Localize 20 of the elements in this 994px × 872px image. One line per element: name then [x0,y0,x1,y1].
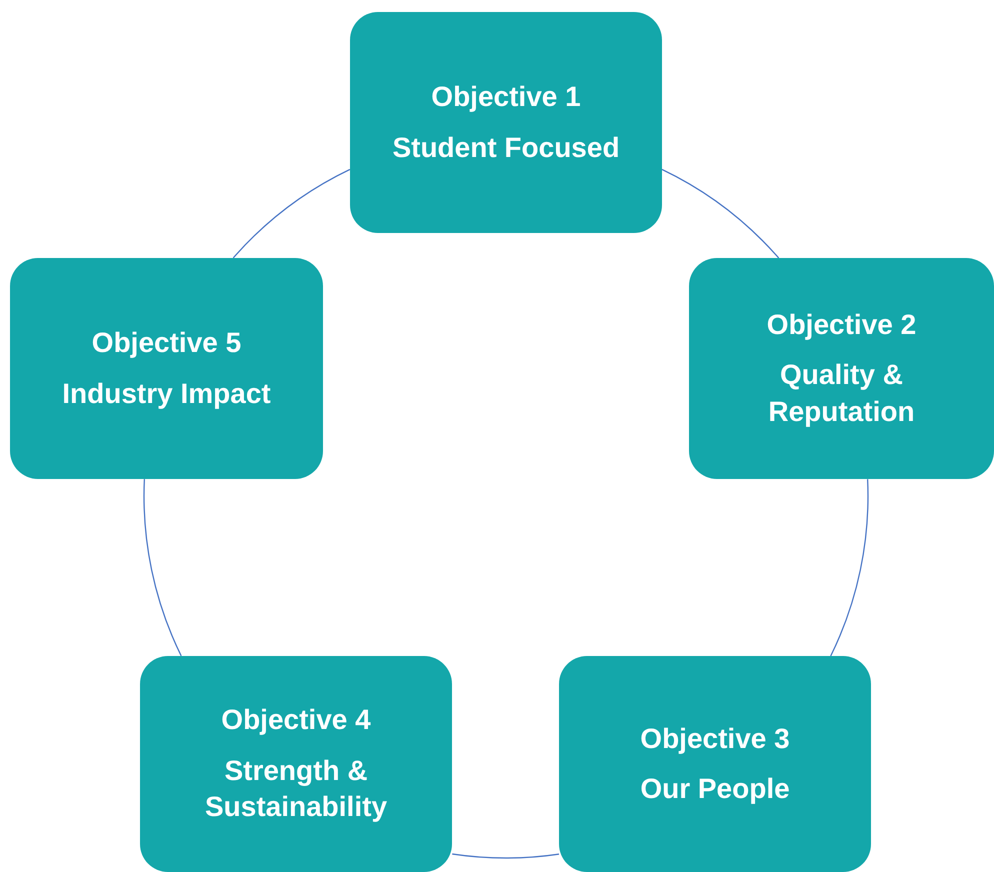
objective-title: Industry Impact [62,376,271,411]
connector-arc [452,853,560,859]
objective-number: Objective 3 [640,722,790,756]
objective-title: Student Focused [392,130,620,164]
objective-number: Objective 1 [431,80,581,114]
objective-title: Quality & Reputation [767,358,916,429]
objective-box [10,258,323,479]
objective-number: Objective 2 [766,308,916,342]
connector-arc [144,479,182,656]
objective-box [140,656,452,872]
connector-arc [662,168,780,258]
connector-arc [232,168,350,258]
objective-number: Objective 5 [92,326,242,360]
objective-number: Objective 4 [221,703,371,738]
connector-arc [830,479,868,656]
objective-title: Strength & Sustainability [204,754,388,824]
objective-box [350,12,662,233]
objective-title: Our People [640,772,790,806]
objective-box [689,258,994,479]
objective-box [559,656,871,872]
